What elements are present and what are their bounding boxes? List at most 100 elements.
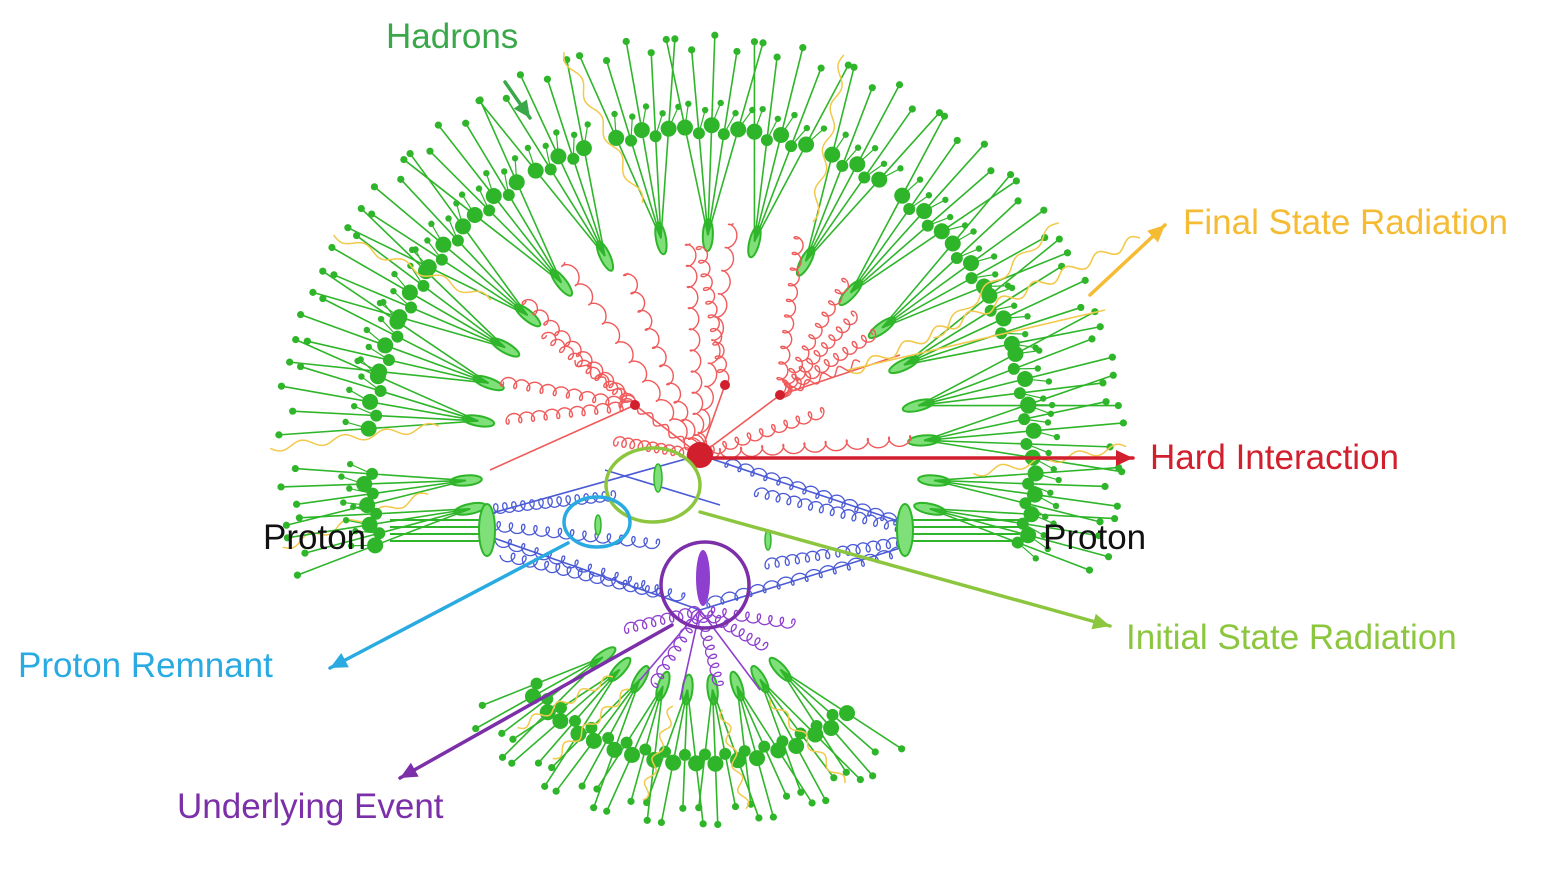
lower-hadron-end-7-3 (843, 769, 850, 776)
hadron-branch-end-u13-0 (1036, 347, 1042, 353)
hadron-end-u8-3 (817, 64, 824, 71)
hadron-end-u14-2 (1120, 419, 1127, 426)
lower-hadron-end-5-2 (553, 788, 560, 795)
lower-hadron-end-8-3 (479, 702, 486, 709)
hadron-branch-end-s0-1 (346, 485, 352, 491)
hadron-branch-end-u2-1 (390, 288, 396, 294)
hadron-end-u7-1 (688, 46, 695, 53)
hadron-branch-end-u8-2 (791, 112, 797, 118)
fsr-gluon-3 (506, 401, 635, 424)
hadron-branch-end-u2-0 (377, 300, 383, 306)
hadron-branch-end-s2-2 (1053, 503, 1059, 509)
hadron-end-u4-2 (435, 121, 442, 128)
hadron-end-u10-2 (981, 141, 988, 148)
hadron-end-u12-2 (1082, 277, 1089, 284)
hadron-end-u10-4 (1013, 177, 1020, 184)
hadron-end-u0-2 (278, 383, 285, 390)
hadron-branch-end-s0-0 (340, 499, 346, 505)
hadron-end-u6-4 (671, 35, 678, 42)
lower-hadron-end-6-3 (509, 736, 516, 743)
hadron-branch-end-s0-2 (338, 473, 344, 479)
hadron-end-u12-0 (1056, 235, 1063, 242)
hadron-branch-end-u5-4 (584, 121, 590, 127)
lower-hadron-4-1 (639, 743, 651, 755)
hadron-end-u1-4 (319, 268, 326, 275)
hadron-branch-end-u9-0 (842, 132, 848, 138)
isr-line-2 (700, 455, 910, 525)
lower-hadron-7-2 (823, 720, 839, 736)
hadron-branch-u8-4 (806, 129, 824, 145)
hadron-end-u0-4 (292, 336, 299, 343)
lower-hadron-7-3 (811, 720, 823, 732)
hadron-end-s0-1 (293, 501, 300, 508)
hadron-end-u9-1 (869, 84, 876, 91)
hadron-branch-end-u4-3 (501, 168, 507, 174)
shower-vertex-2 (775, 390, 785, 400)
hadron-branch-end-u4-1 (476, 185, 482, 191)
hadron-end-u0-0 (275, 431, 282, 438)
lower-hadron-0-2 (788, 738, 804, 754)
hadron-branch-end-u12-1 (1011, 303, 1017, 309)
hadron-branch-end-u5-3 (571, 132, 577, 138)
label-final-state-radiation: Final State Radiation (1183, 205, 1508, 240)
hadron-end-u14-0 (1110, 372, 1117, 379)
hadron-end-u1-1 (304, 338, 311, 345)
lower-hadron-end-7-2 (869, 772, 876, 779)
hadron-branch-end-u10-2 (942, 197, 948, 203)
hadron-branch-end-u7-0 (685, 101, 691, 107)
hadron-branch-end-u4-4 (512, 155, 518, 161)
lower-track-3-3 (647, 690, 688, 803)
hadron-track-u9-3 (806, 109, 913, 261)
lower-hadron-end-4-1 (627, 798, 634, 805)
hadron-end-u3-1 (368, 210, 375, 217)
hadron-branch-end-u10-3 (947, 214, 953, 220)
hadron-end-u13-2 (1109, 354, 1116, 361)
hadron-branch-end-u5-1 (543, 143, 549, 149)
hadron-end-u13-4 (1115, 402, 1122, 409)
lower-hadron-3-0 (688, 755, 704, 771)
hadron-end-u10-1 (954, 137, 961, 144)
lower-hadron-end-0-2 (822, 797, 829, 804)
hadron-branch-end-u11-2 (991, 253, 997, 259)
hadron-branch-end-u6-0 (611, 111, 617, 117)
hadron-end-u4-1 (426, 148, 433, 155)
isr-line-3 (700, 545, 910, 610)
hadron-branch-end-s0-3 (347, 461, 353, 467)
hadron-end-u11-4 (1064, 249, 1071, 256)
hadron-branch-end-u3-2 (428, 221, 434, 227)
hadron-end-u2-2 (328, 244, 335, 251)
hadron-branch-end-u13-2 (1046, 378, 1052, 384)
hadron-end-u12-3 (1077, 304, 1084, 311)
hadron-branch-end-u5-2 (553, 129, 559, 135)
fsr-gluon-13 (700, 436, 911, 460)
lower-hadron-end-3-0 (700, 820, 707, 827)
hadron-branch-end-s1-3 (350, 504, 356, 510)
hadron-end-u4-0 (400, 156, 407, 163)
hadron-end-u2-1 (330, 271, 337, 278)
hadron-end-u8-0 (751, 38, 758, 45)
lower-hadron-5-2 (586, 733, 602, 749)
hadron-branch-end-u9-4 (897, 165, 903, 171)
hadron-end-u9-0 (850, 64, 857, 71)
hadron-branch-end-u14-2 (1054, 434, 1060, 440)
label-hard-interaction: Hard Interaction (1150, 440, 1399, 475)
hadron-end-s2-2 (1114, 503, 1121, 510)
hadron-end-u3-2 (371, 183, 378, 190)
hard-interaction-arrow-head (1116, 450, 1133, 466)
lower-hadron-end-6-2 (508, 760, 515, 767)
fsr-gluon-7 (698, 224, 737, 455)
lower-hadron-6-0 (570, 726, 586, 742)
label-initial-state-radiation: Initial State Radiation (1126, 620, 1457, 655)
hadron-track-u7-3 (708, 51, 737, 235)
ue-cluster (696, 550, 710, 606)
hadron-end-u14-1 (1102, 398, 1109, 405)
hadron-branch-end-u14-0 (1049, 402, 1055, 408)
lower-hadron-end-2-0 (755, 814, 762, 821)
hadron-end-u7-3 (733, 48, 740, 55)
hadron-branch-end-u13-1 (1035, 365, 1041, 371)
lower-hadron-3-1 (679, 749, 691, 761)
hadron-branch-end-u2-2 (391, 271, 397, 277)
hadron-branch-end-u6-3 (659, 110, 665, 116)
hadron-branch-end-u9-1 (855, 145, 861, 151)
hadron-end-u3-3 (397, 176, 404, 183)
